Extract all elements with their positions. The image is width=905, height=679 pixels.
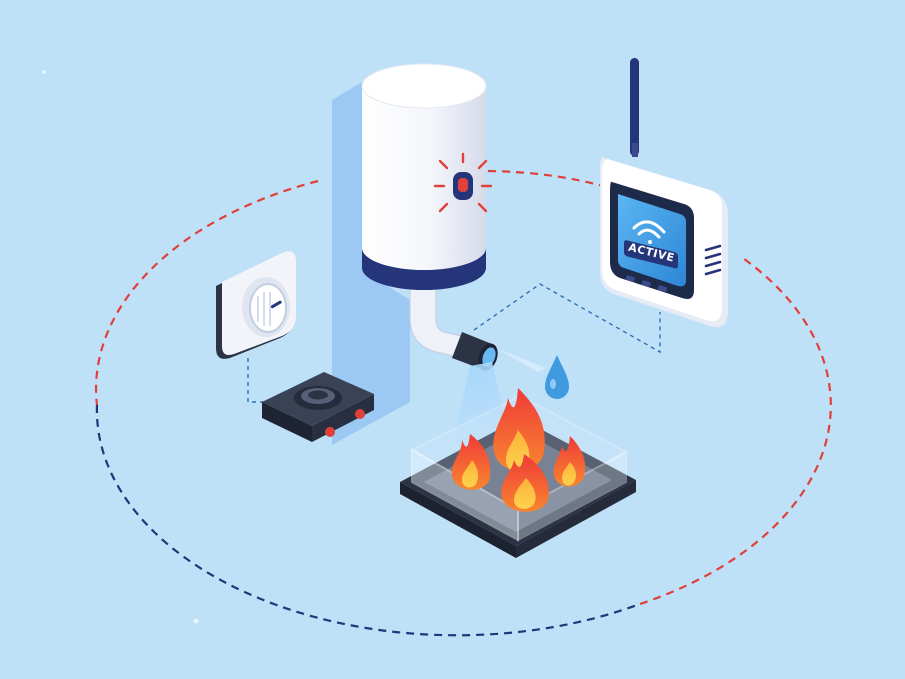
flame-icon: [451, 434, 491, 490]
sparkle-dot: [42, 70, 46, 74]
monitor-buttons: [625, 275, 667, 292]
status-led-icon: [355, 409, 365, 419]
water-spray: [452, 362, 510, 446]
antenna: [630, 58, 639, 156]
control-module: [262, 372, 374, 442]
status-led-icon: [325, 427, 335, 437]
alarm-indicator-icon: [433, 152, 493, 213]
system-boundary-ring: [95, 179, 832, 637]
tank-base-band: [362, 248, 486, 290]
sparkle-dot: [193, 618, 199, 624]
wireless-monitor: ACTIVE: [600, 58, 728, 328]
flame-icon: [501, 454, 549, 512]
water-spray-mist: [496, 348, 546, 372]
wifi-icon: [632, 220, 666, 244]
tank-to-monitor-link: [487, 169, 611, 190]
signal-wiring: [247, 283, 661, 403]
screen-label-badge: [624, 240, 678, 269]
vent-slots: [704, 244, 722, 276]
flame-cluster: [451, 388, 586, 512]
flame-icon: [553, 436, 586, 487]
water-drop-icon: [545, 355, 569, 399]
tank-shadow: [332, 82, 410, 445]
dial-control-panel: [216, 251, 296, 359]
flame-icon: [493, 388, 545, 473]
